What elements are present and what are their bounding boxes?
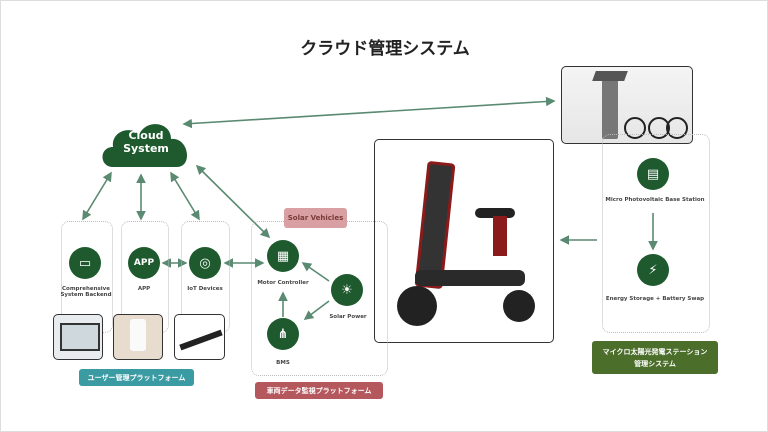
cloud-icon [102,124,188,167]
pv-station-label: Micro Photovoltaic Base Station [605,197,705,203]
app-label: APP [137,286,151,292]
charging-station-image [561,66,693,144]
photovoltaic-icon: ▤ [637,158,669,190]
page-title: クラウド管理システム [300,39,470,59]
iot-handlebar-photo [174,314,225,360]
cloud-system: Cloud System [99,113,193,173]
station-platform-box [602,134,710,333]
user-platform-label: ユーザー管理プラットフォーム [79,369,194,386]
station-label-line2: 管理システム [634,359,676,368]
station-label-line1: マイクロ太陽光発電ステーション [602,347,708,356]
vehicle-platform-label: 車両データ監視プラットフォーム [255,382,383,399]
app-icon: APP [128,247,160,279]
solar-power-icon: ☀ [331,274,363,306]
cloud-label-2: System [123,142,169,155]
monitor-icon: ▭ [69,247,101,279]
iot-label: IoT Devices [187,286,223,292]
cloud-label-1: Cloud [128,129,164,142]
solar-power-label: Solar Power [329,314,367,320]
solar-vehicles-header: Solar Vehicles [284,208,347,228]
station-platform-label: マイクロ太陽光発電ステーション 管理システム [592,341,718,374]
iot-icon: ◎ [189,247,221,279]
motor-controller-icon: ▦ [267,240,299,272]
bms-label: BMS [276,360,290,366]
backend-screenshot [53,314,103,360]
bms-icon: ⋔ [267,318,299,350]
app-phone-photo [113,314,163,360]
battery-swap-icon: ⚡ [637,254,669,286]
backend-label: Comprehensive System Backend [60,286,112,298]
energy-storage-label: Energy Storage + Battery Swap [605,296,705,302]
motor-controller-label: Motor Controller [257,280,309,286]
solar-scooter-image [374,139,554,343]
